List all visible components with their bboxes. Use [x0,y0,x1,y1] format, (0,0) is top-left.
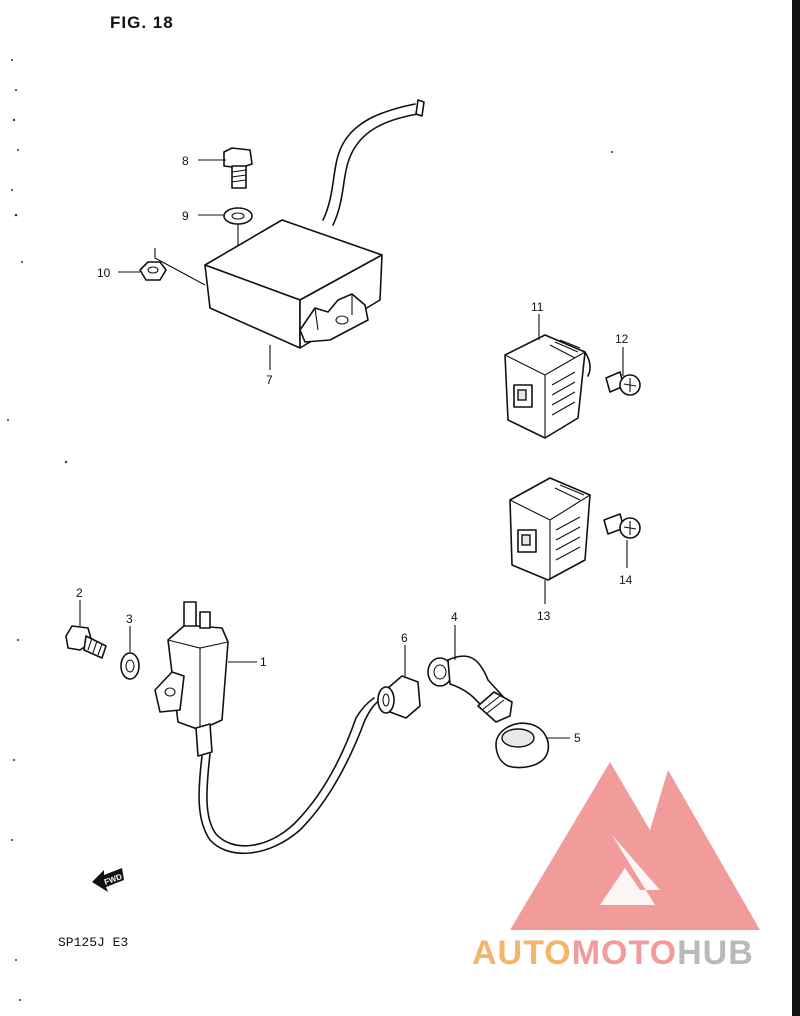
bolt-icon [65,625,107,659]
callout-9: 9 [182,209,189,223]
callout-1: 1 [260,655,267,669]
callout-3: 3 [126,612,133,626]
callout-5: 5 [574,731,581,745]
screw-icon [605,371,641,396]
cdi-unit-icon [204,99,425,349]
washer-icon [223,207,253,225]
watermark-hub: HUB [677,934,754,972]
leader-lines [79,159,628,739]
cap-cover-icon [495,722,550,769]
callout-6: 6 [401,631,408,645]
callout-14: 14 [619,573,633,587]
callout-7: 7 [266,373,273,387]
callout-12: 12 [615,332,629,346]
regulator-rectifier-icon [504,334,591,439]
figure-title: FIG. 18 [110,13,174,32]
regulator-rectifier-icon [509,477,591,581]
nut-icon [139,261,167,281]
washer-icon [120,652,140,680]
watermark-auto: AUTO [472,934,572,972]
callout-2: 2 [76,586,83,600]
ignition-coil-icon [154,601,381,855]
scan-border [792,0,800,1016]
forward-arrow-icon: FWD [92,868,124,892]
bolt-icon [223,147,253,189]
callout-11: 11 [531,300,544,314]
spark-plug-cap-icon [427,655,513,723]
watermark-text: AUTOMOTOHUB [472,934,754,972]
watermark-logo-icon [510,762,760,930]
model-code: SP125J E3 [58,935,128,950]
screw-icon [603,513,641,539]
callout-13: 13 [537,609,551,623]
svg-text:AUTOMOTOHUB: AUTOMOTOHUB [472,934,754,972]
watermark-moto: MOTO [572,934,677,972]
seal-icon [377,675,421,719]
scan-speckles [7,59,613,1001]
callout-10: 10 [97,266,111,280]
callout-8: 8 [182,154,189,168]
callout-4: 4 [451,610,458,624]
